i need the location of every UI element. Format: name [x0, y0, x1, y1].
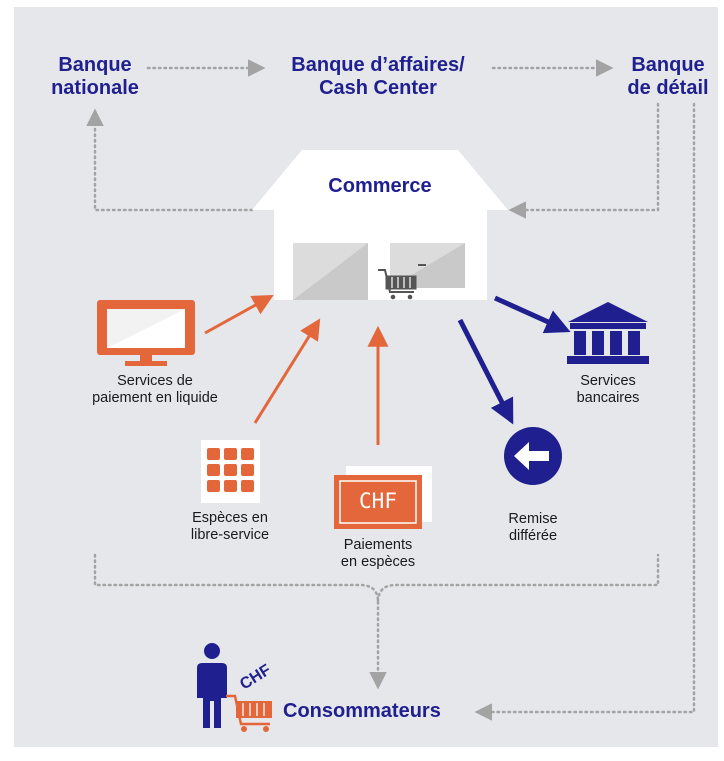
- keypad-icon: [201, 440, 260, 503]
- services-bancaires-line1: Services: [580, 373, 636, 389]
- commerce-store-icon: [252, 150, 508, 300]
- paiements-especes-line1: Paiements: [343, 537, 413, 553]
- label-services-paiement: Services de paiement en liquide: [80, 373, 230, 406]
- especes-libre-line1: Espèces en: [192, 510, 268, 526]
- banque-affaires-line1: Banque d’affaires/: [291, 54, 465, 76]
- label-services-bancaires: Services bancaires: [553, 373, 663, 406]
- consumer-chf-badge: CHF: [237, 661, 274, 693]
- banque-nationale-line1: Banque: [58, 54, 132, 76]
- diagram-background: [14, 7, 718, 747]
- consumer-cart-icon: [226, 694, 272, 732]
- flow-commerce-to-deferred: [457, 318, 514, 425]
- flow-bracket: [93, 553, 660, 603]
- bank-icon: [567, 302, 649, 364]
- flow-commerce-to-national: [86, 108, 254, 212]
- flow-commerce-to-bank-services: [493, 295, 571, 334]
- shopping-cart-icon: [378, 264, 426, 300]
- back-arrow-icon: [504, 427, 562, 485]
- label-remise-differee: Remise différée: [478, 511, 588, 544]
- remise-differee-line1: Remise: [508, 511, 558, 527]
- node-commerce: Commerce: [328, 175, 432, 197]
- remise-differee-line2: différée: [508, 527, 558, 544]
- flow-self-service-to-commerce: [253, 318, 321, 424]
- flow-detail-to-commerce: [508, 102, 660, 219]
- especes-libre-line2: libre-service: [190, 526, 270, 543]
- services-paiement-line2: paiement en liquide: [92, 389, 218, 406]
- banque-affaires-line2: Cash Center: [319, 77, 437, 99]
- banque-nationale-line2: nationale: [51, 77, 139, 99]
- person-icon: [197, 643, 227, 728]
- node-consommateurs: Consommateurs: [283, 700, 441, 722]
- banknote-chf-label: CHF: [359, 489, 397, 513]
- services-paiement-line1: Services de: [117, 373, 193, 389]
- banknote-icon: [334, 466, 432, 529]
- label-paiements-especes: Paiements en espèces: [318, 537, 438, 570]
- flow-detail-to-consumers: [474, 102, 696, 721]
- label-especes-libre: Espèces en libre-service: [170, 510, 290, 543]
- monitor-icon: [97, 300, 195, 366]
- node-banque-affaires: Banque d’affaires/ Cash Center: [270, 54, 486, 100]
- banque-detail-line2: de détail: [627, 77, 709, 99]
- paiements-especes-line2: en espèces: [340, 553, 416, 570]
- banque-detail-line1: Banque: [631, 54, 705, 76]
- node-banque-nationale: Banque nationale: [32, 54, 158, 100]
- services-bancaires-line2: bancaires: [576, 389, 640, 406]
- flow-services-to-commerce: [204, 294, 274, 335]
- node-banque-detail: Banque de détail: [612, 54, 724, 100]
